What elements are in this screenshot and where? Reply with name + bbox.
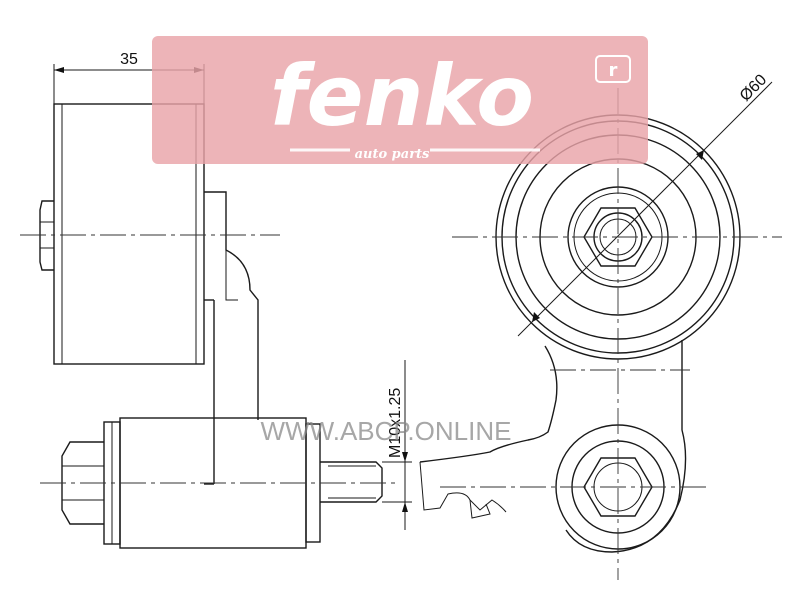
pulley-side — [53, 103, 205, 365]
thread-dimension-label: M10x1.25 — [387, 388, 404, 458]
logo-brand: fenko — [270, 47, 534, 145]
registered-mark-letter: r — [609, 60, 618, 81]
side-view: 35 — [20, 51, 412, 549]
width-dimension-label: 35 — [120, 51, 138, 68]
thread-dimension: M10x1.25 — [382, 360, 412, 530]
watermark-text: WWW.ABCP.ONLINE — [261, 416, 512, 446]
brand-logo: fenko auto parts r — [152, 36, 648, 164]
logo-tagline: auto parts — [355, 147, 430, 162]
registered-mark-icon — [595, 55, 631, 83]
diameter-dimension-label: Ø60 — [737, 71, 770, 104]
logo-background — [152, 36, 648, 164]
